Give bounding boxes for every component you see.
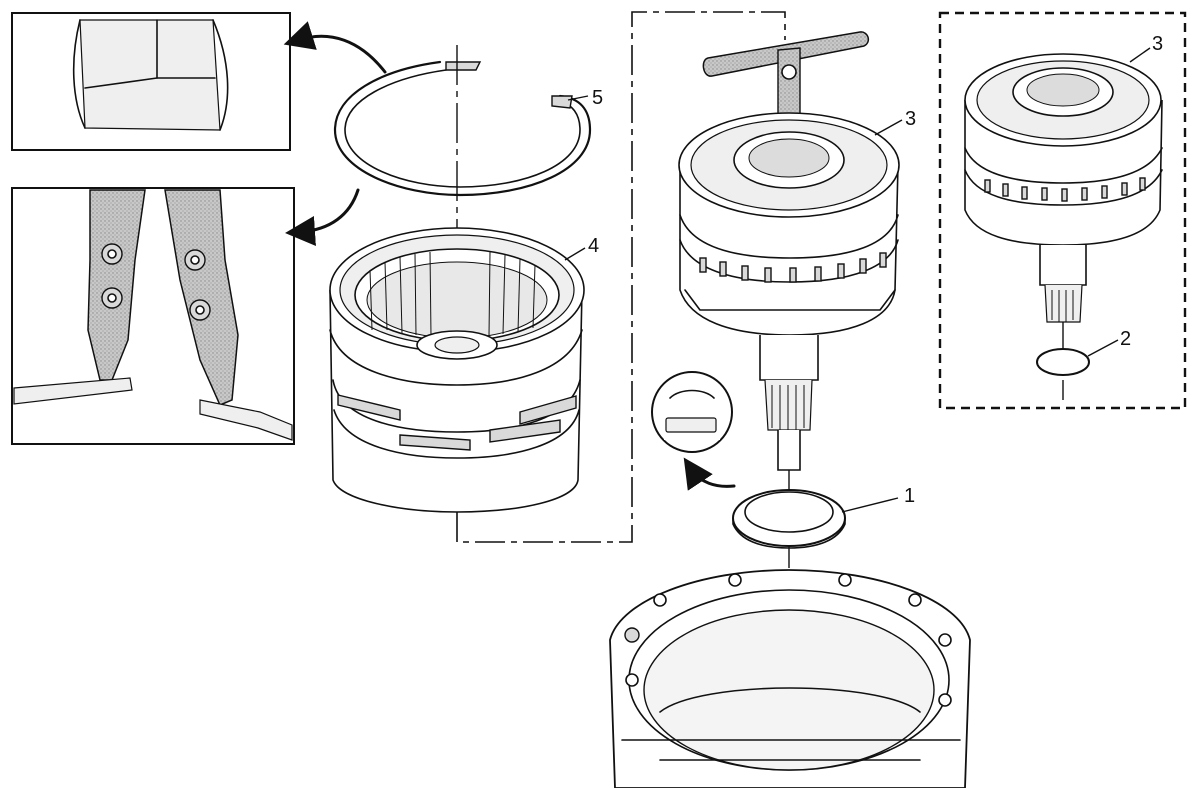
arrow-to-inset-1 — [283, 21, 387, 74]
inset-snap-ring-end-detail — [11, 12, 291, 151]
detail-box-alternate-view — [938, 11, 1187, 410]
callout-5: 5 — [567, 87, 603, 109]
transmission-case — [609, 569, 971, 788]
arrow-to-inset-2 — [285, 188, 360, 246]
callout-label-1: 1 — [904, 485, 915, 507]
seal-cross-section-detail — [651, 371, 733, 453]
callout-label-4: 4 — [588, 235, 599, 257]
callout-3-main: 3 — [874, 108, 916, 136]
alignment-path-connector — [456, 11, 786, 543]
snap-ring-part-5 — [333, 60, 592, 197]
callout-label-3-detail: 3 — [1152, 33, 1163, 55]
callout-1: 1 — [841, 485, 915, 513]
clutch-housing-part-4 — [329, 227, 585, 513]
callout-3-detail: 3 — [1129, 33, 1163, 63]
arrow-to-seal-detail — [683, 457, 736, 491]
callout-2: 2 — [1087, 328, 1131, 357]
callout-label-3-main: 3 — [905, 108, 916, 130]
carrier-assembly-part-3-main — [678, 112, 900, 471]
callout-4: 4 — [564, 235, 599, 261]
inset-snap-ring-pliers-detail — [11, 187, 295, 445]
thrust-washer-part-1 — [732, 489, 846, 549]
callout-label-5: 5 — [592, 87, 603, 109]
callout-label-2: 2 — [1120, 328, 1131, 350]
